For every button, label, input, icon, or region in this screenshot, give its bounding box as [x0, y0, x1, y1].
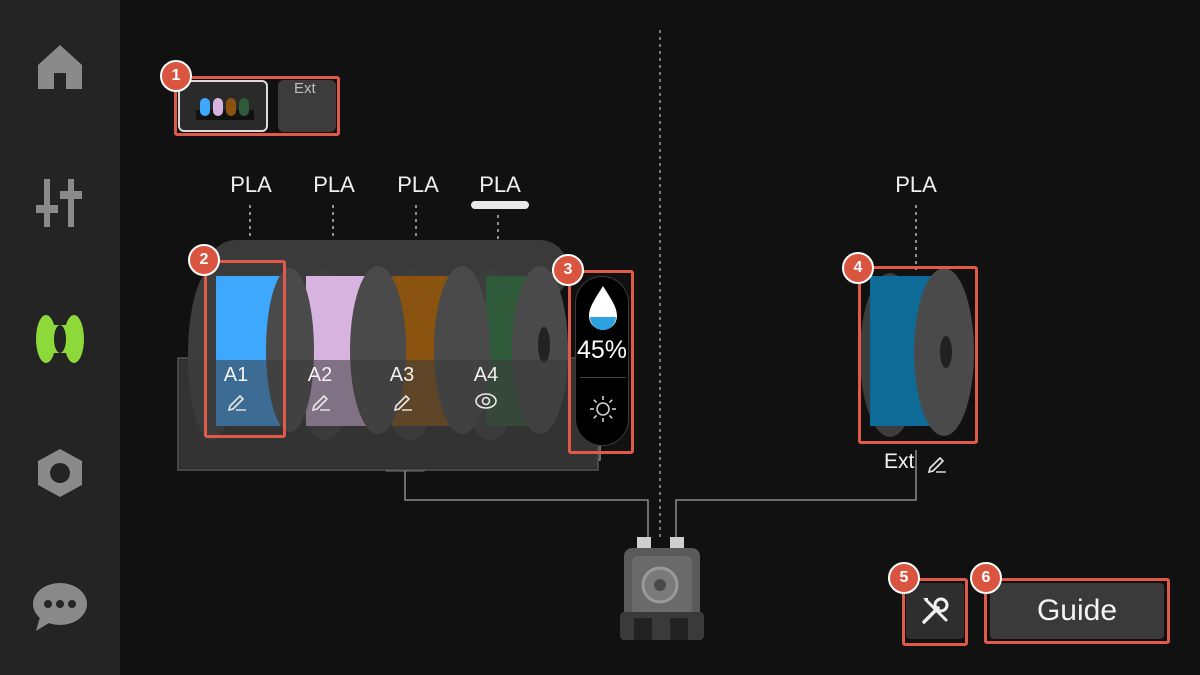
callout-badge-5: 5: [888, 562, 920, 594]
ams-tab-a[interactable]: [178, 80, 268, 132]
tools-button[interactable]: [906, 583, 964, 639]
guide-button[interactable]: Guide: [990, 583, 1164, 639]
slot-a3-material[interactable]: PLA: [397, 172, 439, 197]
callout-box-4: [858, 266, 978, 444]
ams-unit-icon: [196, 98, 254, 120]
callout-box-5: [902, 578, 968, 646]
callout-badge-2: 2: [188, 244, 220, 276]
humidity-value: 45%: [576, 336, 628, 364]
pencil-icon[interactable]: [310, 390, 332, 412]
sliders-icon: [36, 179, 82, 227]
slot-a3-label[interactable]: A3: [389, 364, 415, 386]
hex-nut-icon: [38, 449, 82, 497]
slot-a1-material[interactable]: PLA: [230, 172, 272, 197]
callout-badge-4: 4: [842, 252, 874, 284]
ext-tab-label: Ext: [294, 80, 316, 97]
callout-badge-3: 3: [552, 254, 584, 286]
wrench-screwdriver-icon: [922, 597, 949, 624]
callout-box-1: [174, 76, 340, 136]
eye-icon[interactable]: [474, 390, 498, 412]
slot-a2-material[interactable]: PLA: [313, 172, 355, 197]
slot-a1-label[interactable]: A1: [223, 364, 249, 386]
nav-settings[interactable]: [0, 418, 120, 528]
callout-box-6: [984, 578, 1170, 644]
pencil-icon[interactable]: [392, 390, 414, 412]
ext-spool-label[interactable]: Ext: [884, 450, 915, 473]
humidity-indicator[interactable]: [575, 276, 629, 446]
pencil-icon[interactable]: [926, 452, 948, 474]
nav-messages[interactable]: [0, 552, 120, 662]
home-icon: [38, 45, 82, 89]
selected-slot-indicator: [471, 201, 529, 209]
water-drop-icon: [589, 286, 617, 330]
callout-box-3: [568, 270, 634, 454]
sidebar: [0, 0, 120, 675]
callout-badge-1: 1: [160, 60, 192, 92]
pencil-icon[interactable]: [226, 390, 248, 412]
nav-home[interactable]: [0, 12, 120, 122]
slot-a4-material[interactable]: PLA: [479, 172, 521, 197]
slot-a4-label[interactable]: A4: [473, 364, 499, 386]
filament-spool-icon: [36, 315, 84, 363]
callout-box-2: [204, 260, 286, 438]
humidity-divider: [580, 377, 626, 378]
ams-tab-ext[interactable]: [278, 80, 336, 132]
slot-a2-label[interactable]: A2: [307, 364, 333, 386]
chat-bubble-icon: [33, 583, 87, 631]
nav-controls[interactable]: [0, 148, 120, 258]
nav-filament[interactable]: [0, 284, 120, 394]
ext-material[interactable]: PLA: [895, 172, 937, 197]
callout-badge-6: 6: [970, 562, 1002, 594]
sun-icon: [590, 396, 616, 422]
